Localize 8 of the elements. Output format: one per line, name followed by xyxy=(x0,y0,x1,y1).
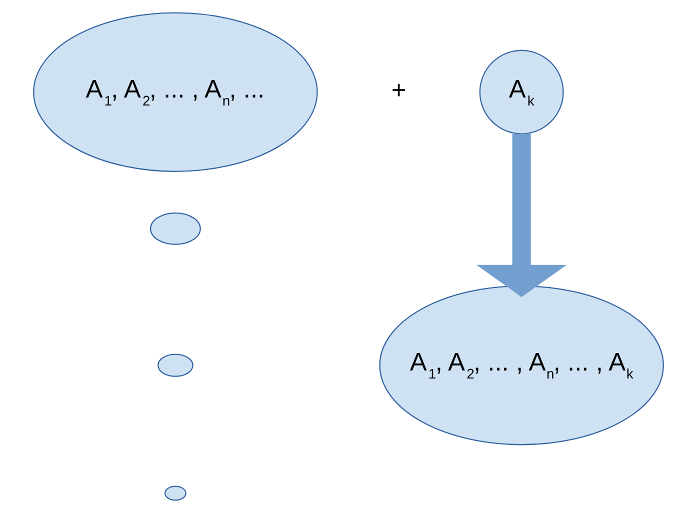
node-ellipse xyxy=(149,212,200,245)
node-ellipse xyxy=(164,486,186,501)
node-ellipse: A$_{1}$, A$_{2}$, ... , A$_{n}$, ... , A$_{k}$ xyxy=(378,285,664,446)
node-ellipse: A$_{1}$, A$_{2}$, ... , A$_{n}$, ... xyxy=(32,12,318,172)
arrow xyxy=(476,134,566,298)
node-circle: A$_{k}$ xyxy=(478,50,564,134)
label: + xyxy=(390,76,406,105)
node-ellipse xyxy=(157,354,193,377)
